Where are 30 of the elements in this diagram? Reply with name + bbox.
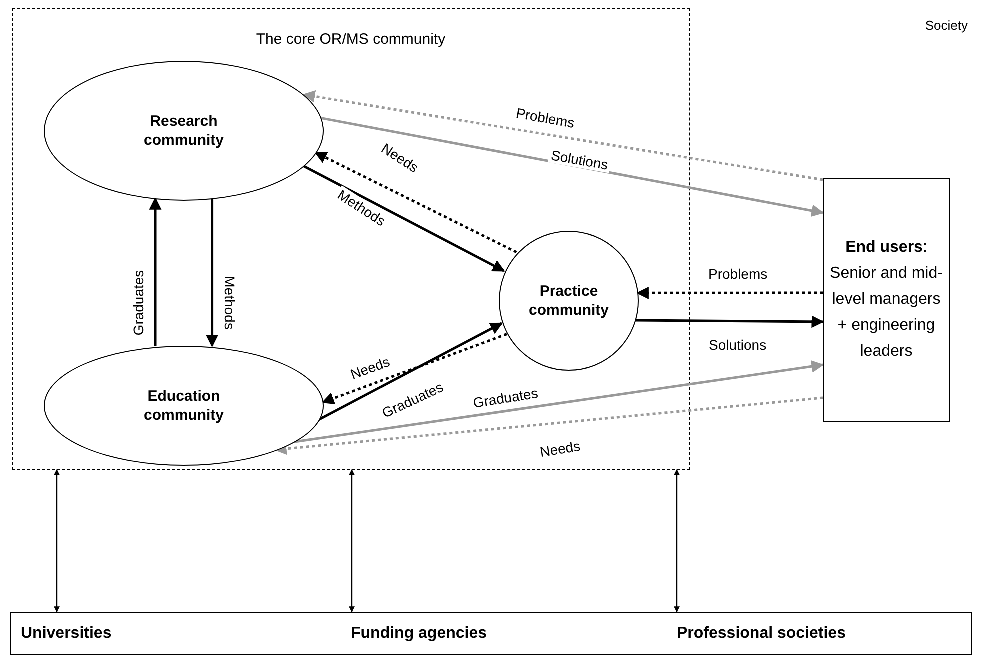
node-label: Research community <box>142 112 225 150</box>
arrow <box>674 469 680 613</box>
edge-label: Methods <box>222 274 238 332</box>
edge-label: Problems <box>706 266 770 282</box>
node-label: Education community <box>142 386 225 426</box>
bar-label: Universities <box>21 625 112 643</box>
node-label: End users: Senior and mid-level managers + engineering leaders <box>829 238 944 362</box>
arrow <box>322 333 508 405</box>
edge-label: Graduates <box>130 268 146 338</box>
arrow <box>206 198 219 348</box>
arrow <box>318 322 504 422</box>
arrow <box>636 286 823 300</box>
arrow <box>54 469 60 613</box>
node-label: Practice community <box>528 282 610 320</box>
organizations-bar <box>10 612 972 655</box>
group-box <box>12 8 690 470</box>
bar-label: Professional societies <box>677 625 846 643</box>
arrow <box>292 360 824 444</box>
region-label: Society <box>925 18 968 33</box>
arrow <box>320 116 824 218</box>
arrow <box>274 396 824 456</box>
group-title: The core OR/MS community <box>255 31 447 48</box>
arrow <box>302 164 506 272</box>
process-box <box>823 178 950 422</box>
arrow <box>314 151 518 254</box>
arrow <box>302 90 824 182</box>
edge-label: Solutions <box>707 337 769 353</box>
arrow <box>349 469 355 613</box>
bar-label: Funding agencies <box>351 625 488 643</box>
arrow <box>634 316 824 328</box>
